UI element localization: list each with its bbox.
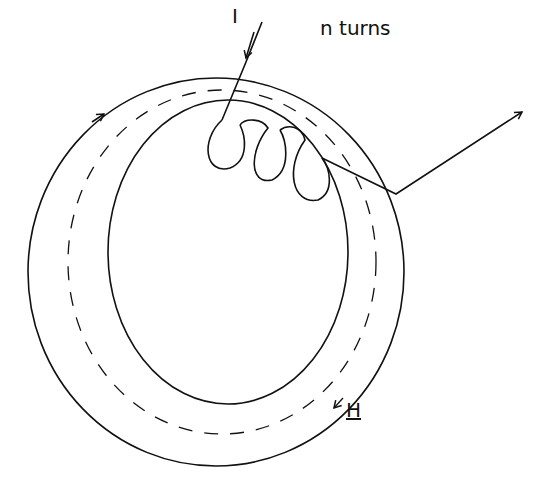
toroid-outer [28, 78, 404, 466]
current-label: I [232, 6, 238, 26]
wire-in [222, 22, 262, 120]
direction-arrow [92, 114, 104, 122]
coil-turn [240, 120, 286, 180]
coil-turn [280, 127, 329, 201]
wire-out [322, 112, 522, 194]
current-arrow [246, 32, 254, 58]
field-arrow [334, 398, 343, 408]
field-label: H [346, 400, 361, 420]
toroid-inner [108, 100, 348, 404]
coil-turn [208, 120, 244, 169]
turns-label: n turns [320, 18, 391, 38]
flux-path [68, 90, 376, 434]
